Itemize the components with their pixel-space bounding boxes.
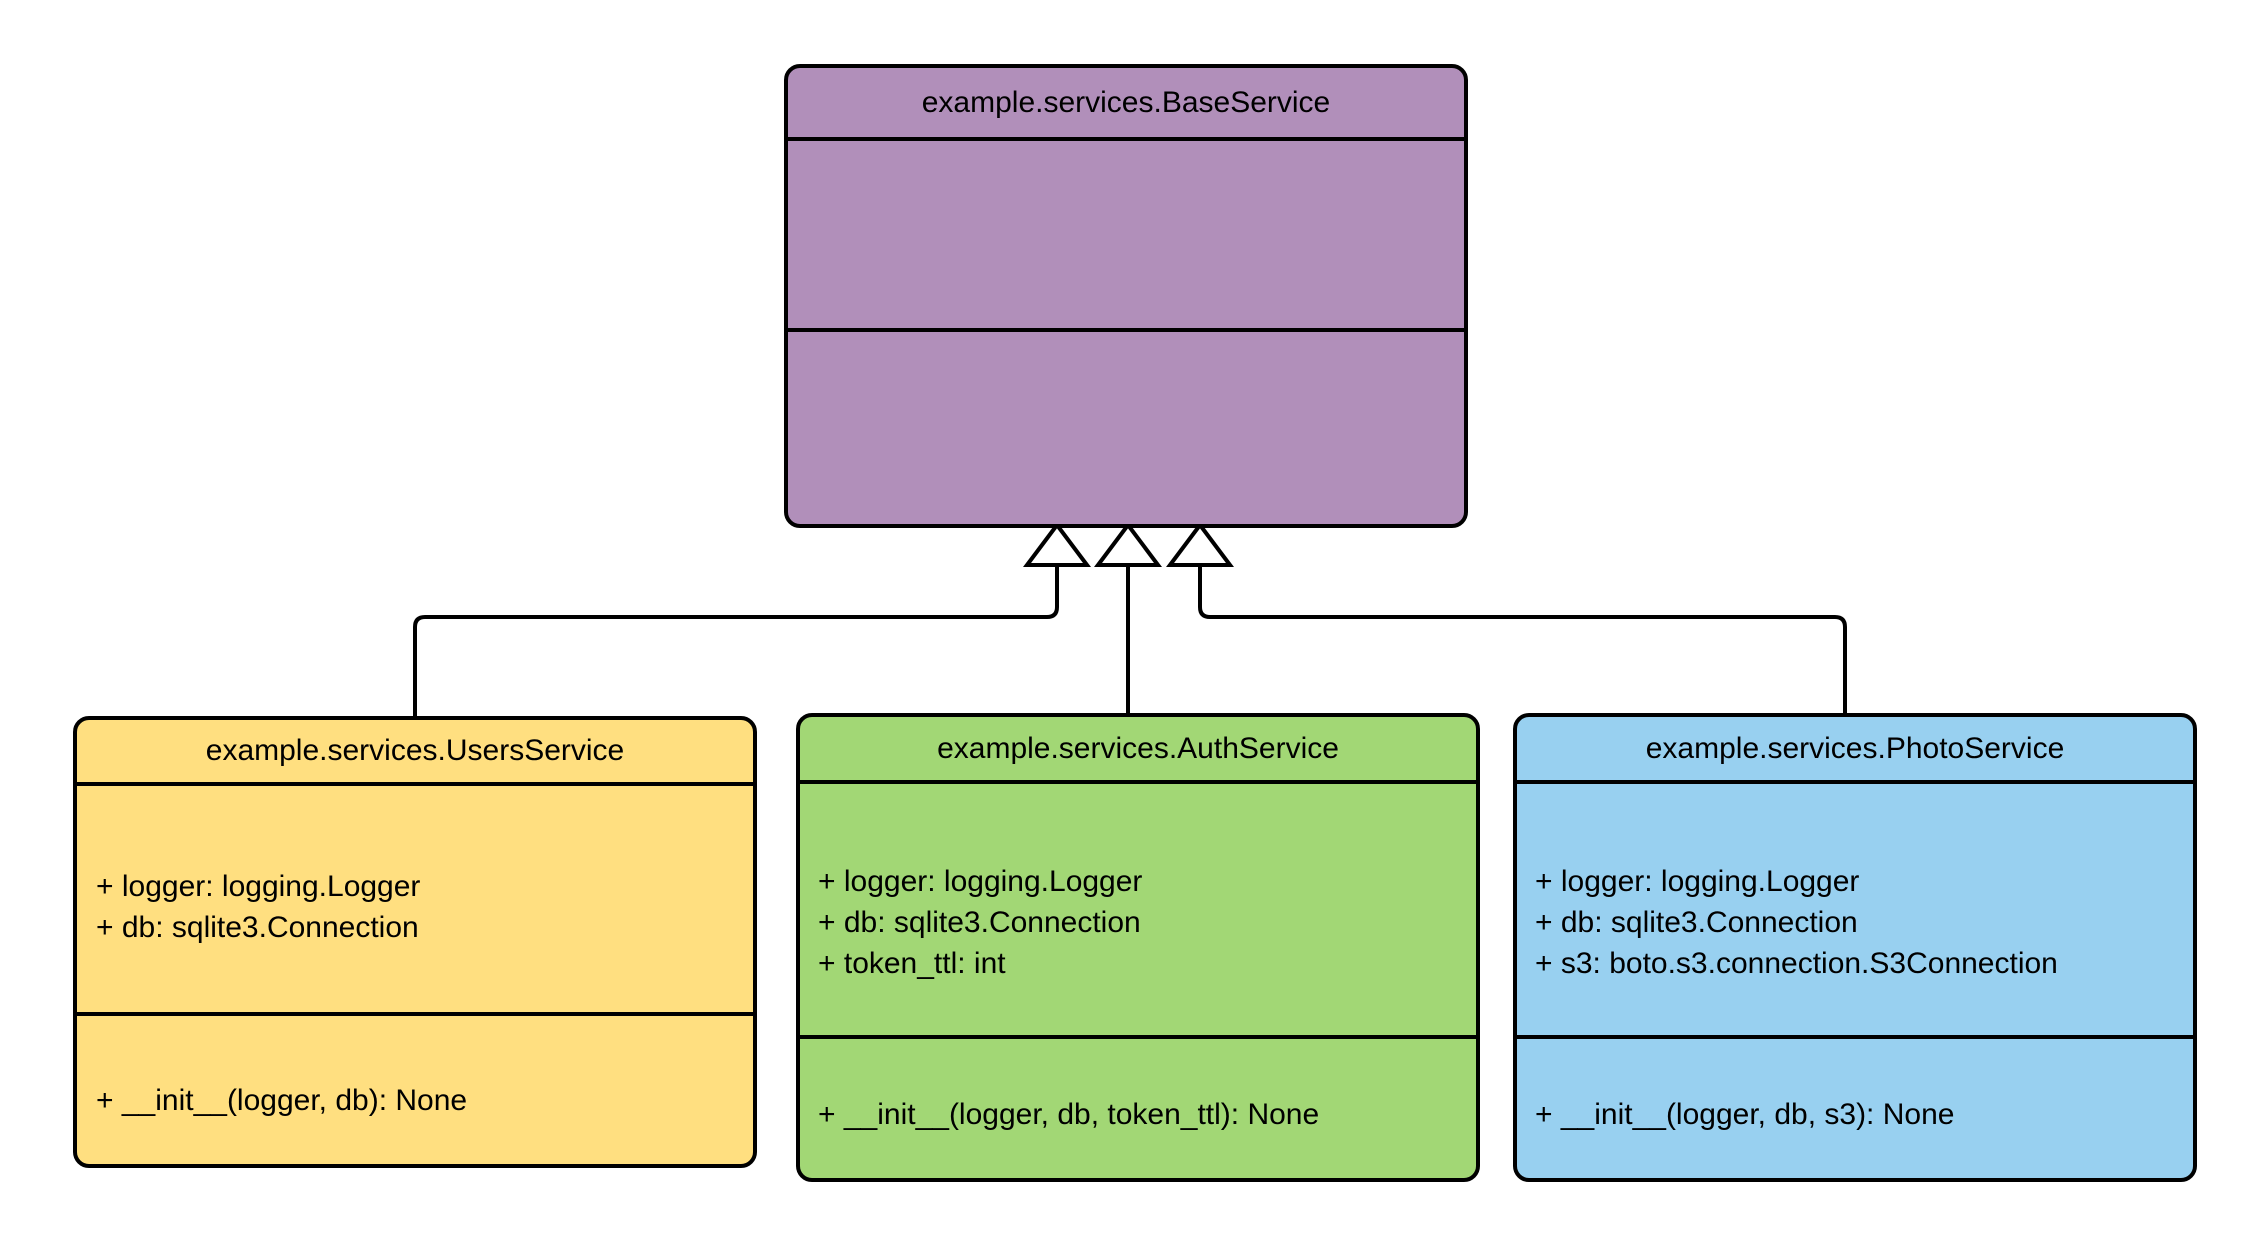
arrowhead-group bbox=[1023, 521, 1234, 567]
class-attribute-users-1: + db: sqlite3.Connection bbox=[96, 911, 419, 944]
class-box-users-service-fill bbox=[73, 716, 757, 1168]
class-title-auth-service: example.services.AuthService bbox=[937, 732, 1339, 765]
class-box-photo-service[interactable]: example.services.PhotoService + logger: … bbox=[1513, 713, 2197, 1182]
class-method-users-0: + __init__(logger, db): None bbox=[96, 1084, 467, 1117]
class-attribute-photo-1: + db: sqlite3.Connection bbox=[1535, 906, 1858, 939]
class-box-auth-service-fill bbox=[796, 713, 1480, 1182]
class-box-base-service-fill bbox=[784, 64, 1468, 528]
class-title-base-service: example.services.BaseService bbox=[922, 86, 1331, 119]
class-method-auth-0: + __init__(logger, db, token_ttl): None bbox=[818, 1098, 1319, 1131]
class-box-base-service[interactable]: example.services.BaseService bbox=[784, 64, 1468, 528]
class-box-photo-service-fill bbox=[1513, 713, 2197, 1182]
class-attribute-photo-0: + logger: logging.Logger bbox=[1535, 865, 1859, 898]
class-attribute-auth-2: + token_ttl: int bbox=[818, 947, 1006, 980]
inheritance-arrowhead-users bbox=[1023, 521, 1091, 567]
inheritance-arrowhead-photo bbox=[1166, 521, 1234, 567]
class-attribute-auth-0: + logger: logging.Logger bbox=[818, 865, 1142, 898]
class-box-auth-service[interactable]: example.services.AuthService + logger: l… bbox=[796, 713, 1480, 1182]
class-box-users-service[interactable]: example.services.UsersService + logger: … bbox=[73, 716, 757, 1168]
class-method-photo-0: + __init__(logger, db, s3): None bbox=[1535, 1098, 1954, 1131]
class-attribute-users-0: + logger: logging.Logger bbox=[96, 870, 420, 903]
class-title-users-service: example.services.UsersService bbox=[206, 734, 624, 767]
edge-users-to-base bbox=[413, 563, 1059, 718]
edge-photo-to-base bbox=[1198, 563, 1847, 718]
edge-group bbox=[413, 563, 1847, 718]
inheritance-arrowhead-auth bbox=[1094, 521, 1162, 567]
class-attribute-photo-2: + s3: boto.s3.connection.S3Connection bbox=[1535, 947, 2058, 980]
class-title-photo-service: example.services.PhotoService bbox=[1646, 732, 2065, 765]
class-attribute-auth-1: + db: sqlite3.Connection bbox=[818, 906, 1141, 939]
